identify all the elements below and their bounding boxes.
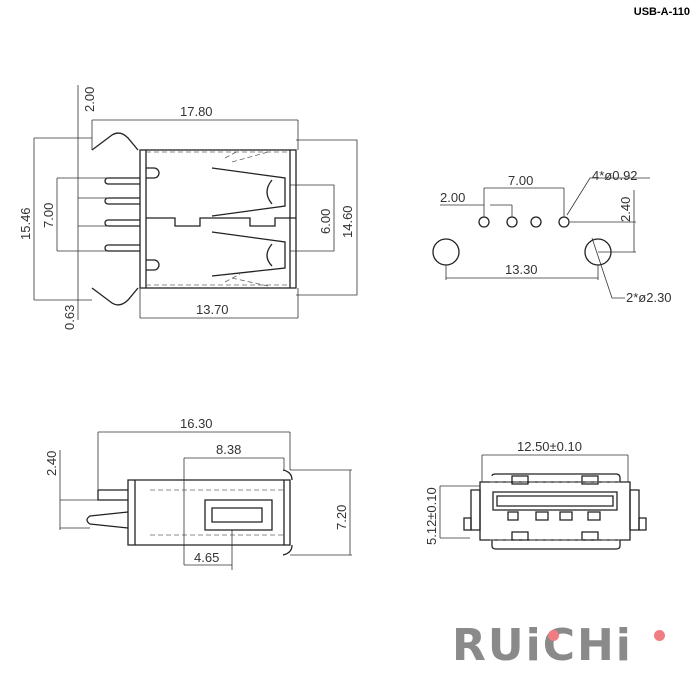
top-view: 17.80 2.00 15.46 7.00 6.00 14.60 0.63 13… (18, 85, 358, 330)
pin-hole (558, 216, 570, 228)
dim-7-00: 7.00 (41, 203, 56, 228)
dim-width: 12.50±0.10 (517, 439, 582, 454)
dim-13-70: 13.70 (196, 302, 229, 317)
dim-13-30: 13.30 (505, 262, 538, 277)
pin-hole (530, 216, 542, 228)
dim-15-46: 15.46 (18, 207, 33, 240)
dim-16-30: 16.30 (180, 416, 213, 431)
side-view: 16.30 8.38 2.40 7.20 4.65 (44, 416, 352, 570)
dim-2-40: 2.40 (44, 451, 59, 476)
mount-hole (432, 238, 460, 266)
dim-height: 5.12±0.10 (424, 487, 439, 545)
dim-2-00: 2.00 (440, 190, 465, 205)
dim-mount-hole: 2*ø2.30 (626, 290, 672, 305)
part-number: USB-A-110 (633, 6, 690, 18)
dim-7-20: 7.20 (334, 505, 349, 530)
dim-8-38: 8.38 (216, 442, 241, 457)
dim-2-40: 2.40 (618, 197, 633, 222)
dim-4-65: 4.65 (194, 550, 219, 565)
dim-pin-hole: 4*ø0.92 (592, 168, 638, 183)
dim-14-60: 14.60 (340, 205, 355, 238)
footprint-view: 7.00 4*ø0.92 2.00 2.40 13.30 2*ø2.30 (432, 168, 672, 305)
dim-0-63: 0.63 (62, 305, 77, 330)
logo-dot (654, 630, 665, 641)
dim-17-80: 17.80 (180, 104, 213, 119)
logo-dot (548, 630, 559, 641)
dim-2-00: 2.00 (82, 87, 97, 112)
logo-text: RUiCHi (452, 620, 633, 671)
pin-hole (506, 216, 518, 228)
dim-6-00: 6.00 (318, 209, 333, 234)
ruichi-logo: RUiCHi (452, 620, 633, 671)
front-view: 12.50±0.10 5.12±0.10 (424, 439, 647, 550)
dim-7-00: 7.00 (508, 173, 533, 188)
pin-hole (478, 216, 490, 228)
